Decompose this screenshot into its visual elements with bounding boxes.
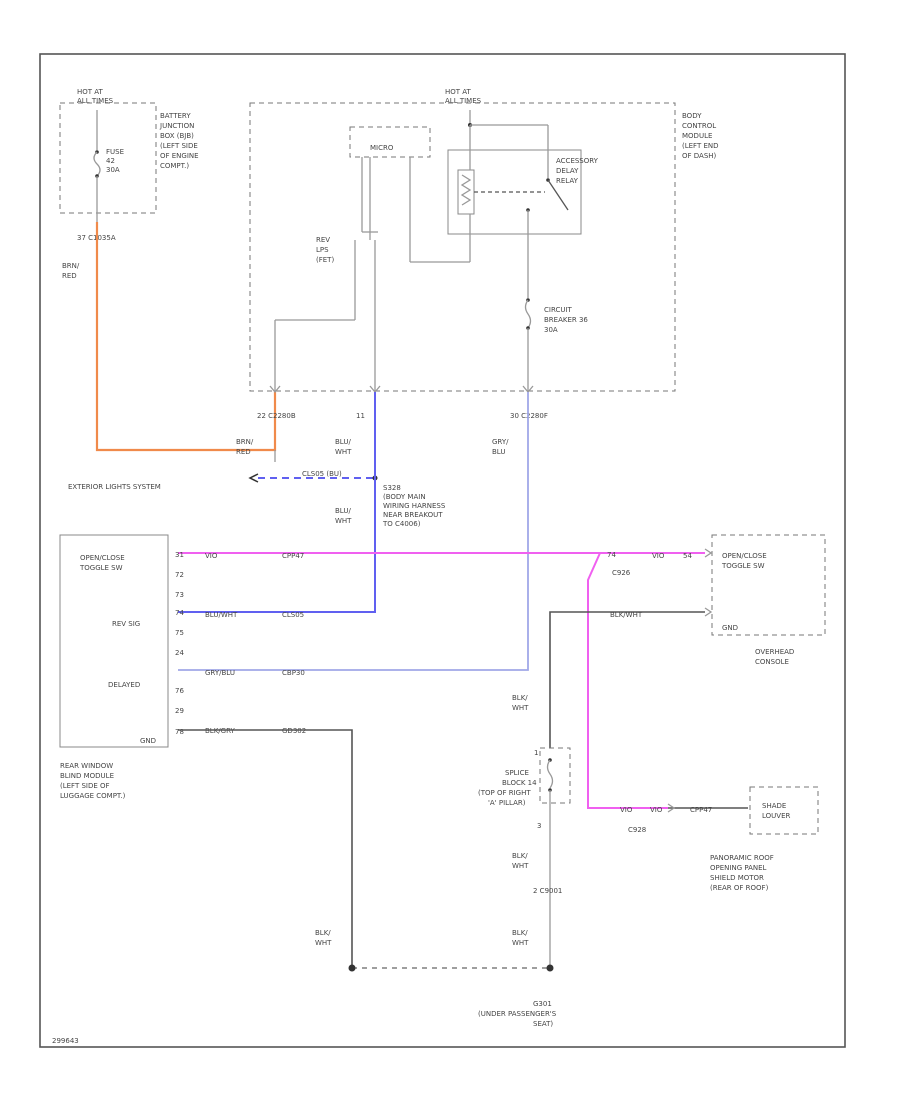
wire-pin-54: 54 xyxy=(683,552,692,560)
rear-pin-72: 72 xyxy=(175,571,184,579)
rear-pin-73: 73 xyxy=(175,591,184,599)
blu-wht-wire xyxy=(178,392,376,613)
rear-pin-29: 29 xyxy=(175,707,184,715)
wire-gnd-color: BLK/GRY xyxy=(205,727,235,735)
overhead-ground-wire xyxy=(549,611,705,748)
wire-rev-circuit: CLS05 xyxy=(282,611,304,619)
rear-pin-75: 75 xyxy=(175,629,184,637)
wire-overhead-gnd: BLK/WHT xyxy=(610,611,643,619)
ext-blu-wht-1: BLU/WHT xyxy=(335,438,352,456)
shade-vio-2: VIO xyxy=(650,806,663,814)
splice-wire-bot: BLK/WHT xyxy=(512,852,529,870)
conn-c2280f: 30 C2280F xyxy=(510,412,548,420)
ground-node-right xyxy=(546,964,554,972)
rear-pin-31: 31 xyxy=(175,551,184,559)
splice-pin-top: 1 xyxy=(534,749,538,757)
gry-blu-wire xyxy=(178,392,529,671)
c926-label: C926 xyxy=(612,569,631,577)
rear-gnd: GND xyxy=(140,737,156,745)
ground-node-left xyxy=(348,964,356,972)
vio-shade-wire xyxy=(587,552,668,809)
rear-pin-78: 78 xyxy=(175,728,184,736)
brn-red-wire xyxy=(95,222,277,452)
overhead-gnd: GND xyxy=(722,624,738,632)
micro-label: MICRO xyxy=(370,144,394,152)
wire-vio-label: VIO xyxy=(205,552,218,560)
ground-wire-left: BLK/WHT xyxy=(315,929,332,947)
splice-wire-top: BLK/WHT xyxy=(512,694,529,712)
rear-rev-sig: REV SIG xyxy=(112,620,140,628)
c9001-label: 2 C9001 xyxy=(533,887,562,895)
rear-pin-74: 74 xyxy=(175,609,184,617)
rear-ground-wire xyxy=(178,729,353,968)
rear-delayed: DELAYED xyxy=(108,681,140,689)
conn-c2280b: 22 C2280B xyxy=(257,412,296,420)
footer-id: 299643 xyxy=(52,1037,79,1045)
exterior-lights-section: BRN/RED BLU/WHT GRY/BLU CLS05 (BU) EXTER… xyxy=(68,438,509,528)
diagram-frame xyxy=(39,53,846,1048)
rear-pin-24: 24 xyxy=(175,649,184,657)
c928-label: C928 xyxy=(628,826,646,834)
ext-circuit: CLS05 (BU) xyxy=(302,470,342,478)
conn-11: 11 xyxy=(356,412,365,420)
ext-brn-red: BRN/RED xyxy=(236,438,254,456)
splice-pin-bottom: 3 xyxy=(537,822,541,830)
ext-gry-blu: GRY/BLU xyxy=(492,438,509,456)
shade-vio-1: VIO xyxy=(620,806,633,814)
splice-wire-gnd: BLK/WHT xyxy=(512,929,529,947)
rear-pin-76: 76 xyxy=(175,687,184,695)
wire-delayed-color: GRY/BLU xyxy=(205,669,235,677)
shade-vio-3: CPP47 xyxy=(690,806,712,814)
wire-cpp47-label: CPP47 xyxy=(282,552,304,560)
wire-rev-color: BLU/WHT xyxy=(205,611,238,619)
ext-system: EXTERIOR LIGHTS SYSTEM xyxy=(68,483,161,491)
ext-blu-wht-2: BLU/WHT xyxy=(335,507,352,525)
wire-gnd-circuit: GD302 xyxy=(282,727,306,735)
bjb-wire-color: BRN/RED xyxy=(62,262,80,280)
wire-overhead-vio: VIO xyxy=(652,552,665,560)
wire-pin-74: 74 xyxy=(607,551,616,559)
wire-delayed-circuit: CBP30 xyxy=(282,669,305,677)
